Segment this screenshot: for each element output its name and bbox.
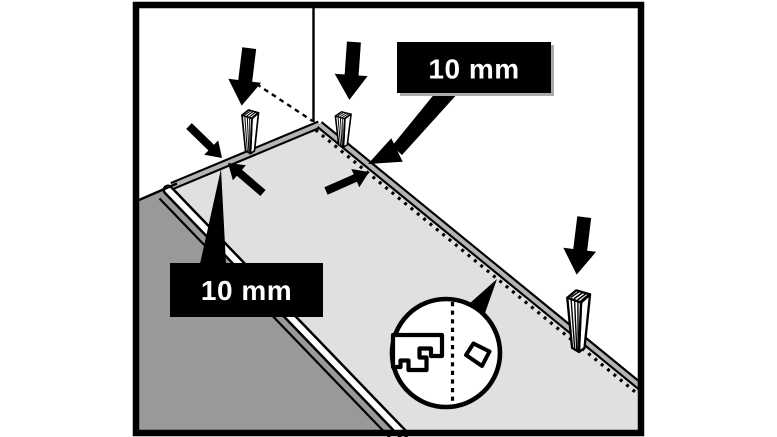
floor-plank — [168, 124, 641, 434]
gap-label-left-text: 10 mm — [201, 275, 292, 306]
plank-profile-glyph — [390, 332, 445, 373]
gap-pointer-arrow-upper-left — [186, 123, 222, 158]
label-box-right — [397, 42, 551, 93]
expansion-gap-left — [170, 120, 322, 190]
gap-pointer-arrow-lower-right — [324, 169, 369, 195]
profile-detail-inset — [389, 279, 503, 410]
underlay-edge-line — [158, 197, 391, 437]
label-leader-right — [392, 92, 459, 155]
label-leader-left — [200, 169, 226, 264]
hidden-corner-dashed-line — [255, 82, 314, 123]
label-leader-arrowhead — [368, 138, 403, 164]
label-box-left — [170, 263, 323, 317]
illustration-frame — [132, 1, 645, 437]
gap-label-right: 10 mm — [368, 42, 554, 164]
gap-label-left: 10 mm — [170, 169, 323, 317]
wall-base-line — [138, 182, 178, 202]
gap-label-right-text: 10 mm — [428, 54, 519, 85]
spacer-cross-section-glyph — [464, 341, 492, 368]
gap-pointer-arrow-lower-left — [228, 163, 266, 196]
